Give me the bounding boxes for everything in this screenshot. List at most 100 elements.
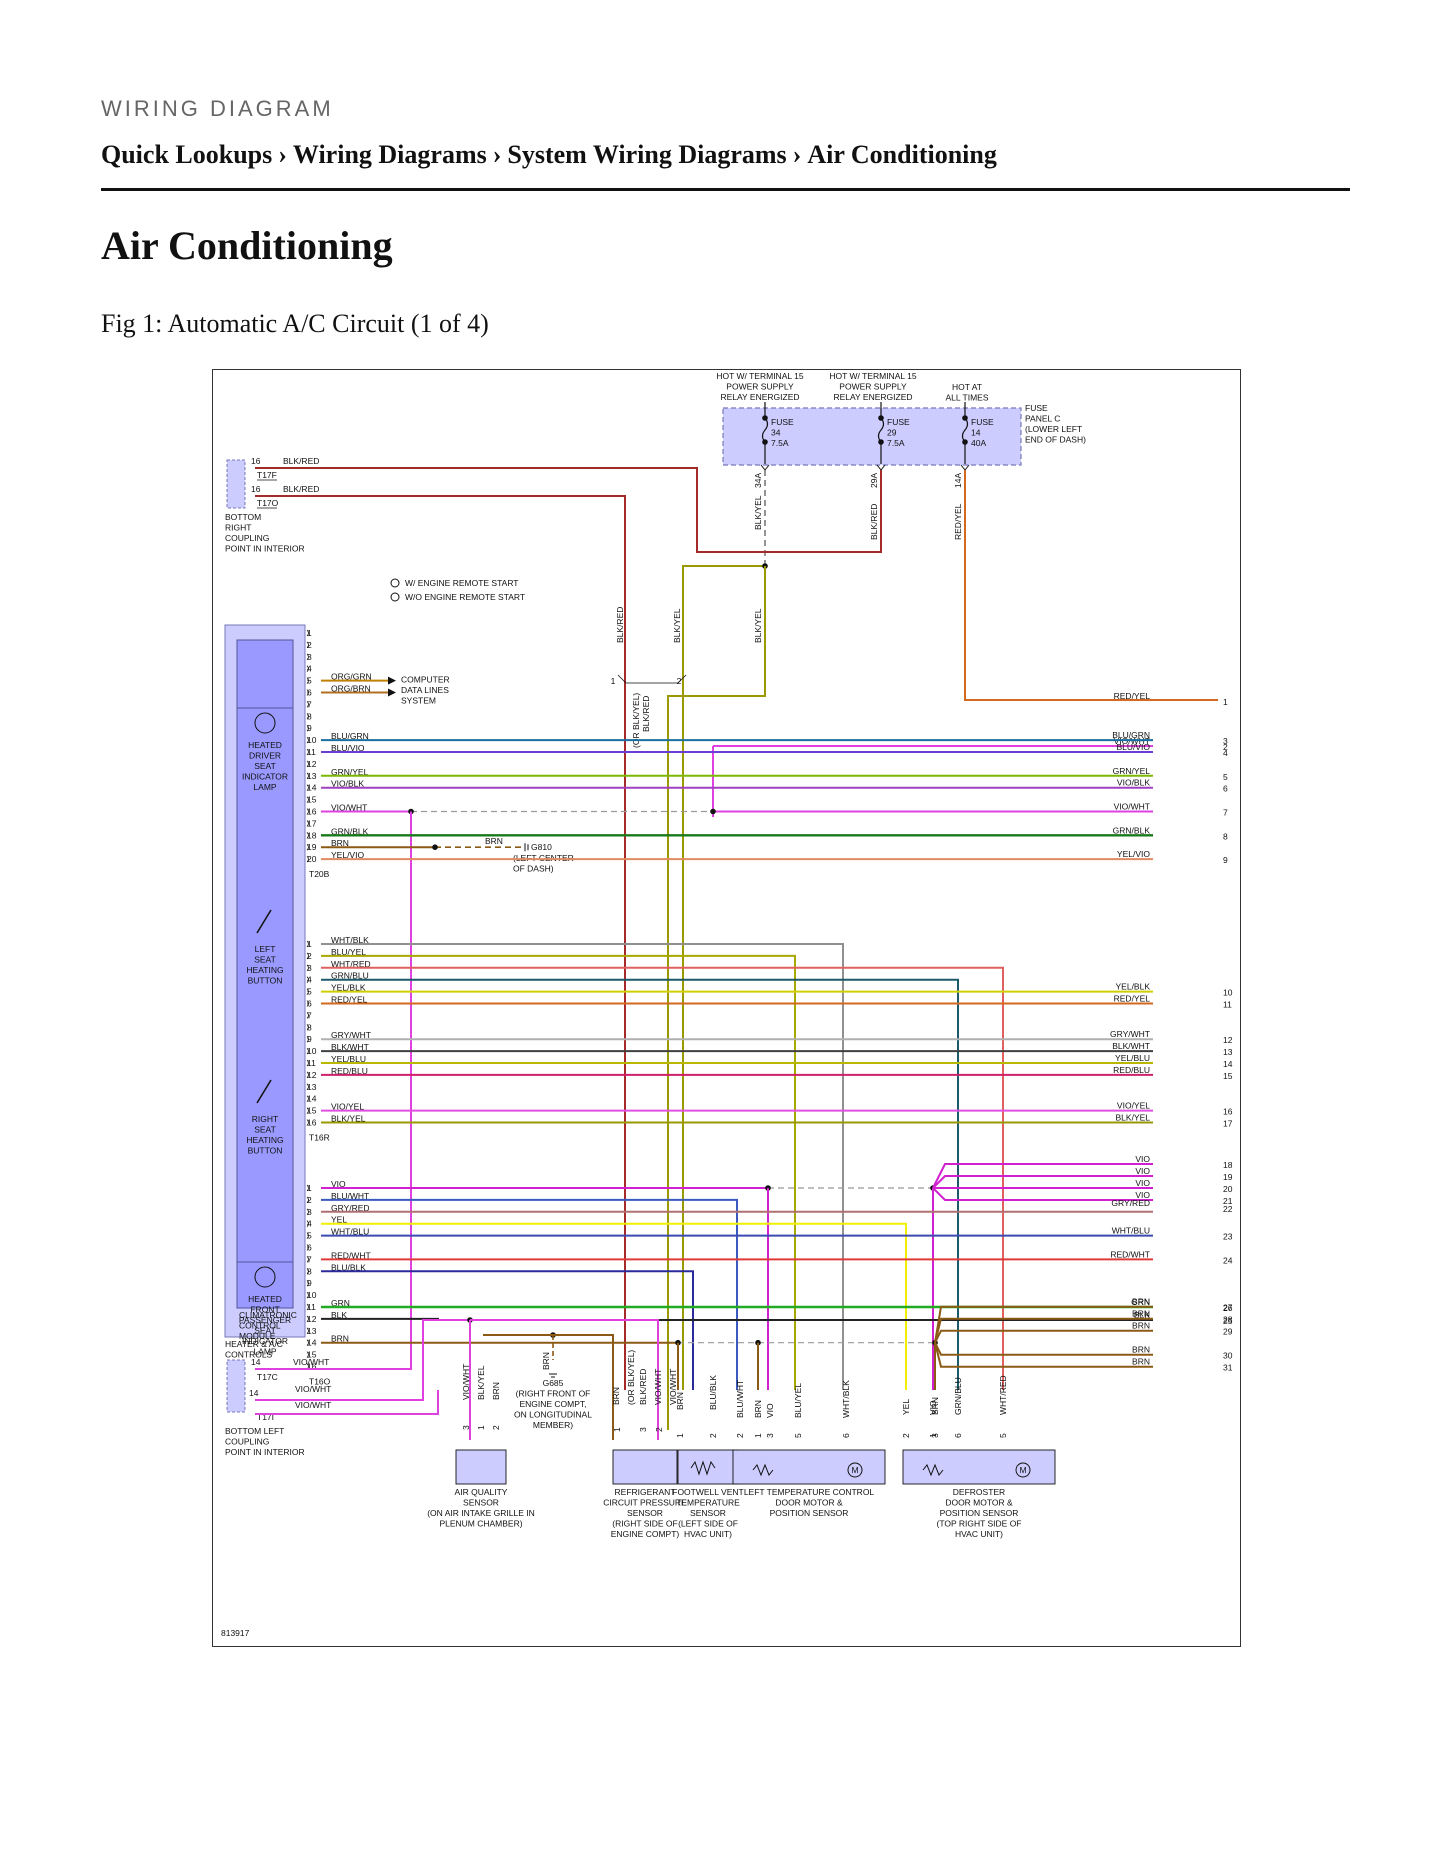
connector-chevron [306,641,309,649]
wire-color-label: BLK [331,1310,347,1320]
connector-chevron [306,736,309,744]
module-pin-number: 5 [307,676,312,686]
module-pin-number: 2 [307,640,312,650]
breadcrumb-air-conditioning[interactable]: Air Conditioning [807,140,997,169]
right-connector-number: 4 [1223,748,1228,758]
module-pin-number: 14 [307,783,317,793]
right-connector-number: 16 [1223,1107,1233,1117]
fuse-panel-label: PANEL C [1025,414,1060,424]
right-wire-label: BRN [1132,1309,1150,1319]
connector-chevron [306,1339,309,1346]
lamp-label: LAMP [253,782,276,792]
module-pin-number: 5 [307,1231,312,1241]
wire-color-label: (OR BLK/YEL) [626,1350,636,1405]
right-connector-number: 22 [1223,1204,1233,1214]
right-connector-number: 25 [1223,1316,1233,1326]
connector-chevron [306,772,309,780]
wire-grn-blu [321,978,959,1390]
wire-color-label: WHT/BLU [331,1227,369,1237]
wire-color-label: BLU/WHT [735,1380,745,1418]
module-pin-number: 1 [307,1183,312,1193]
component-label: HVAC UNIT) [684,1529,732,1539]
module-pin-number: 2 [307,1195,312,1205]
module-pin-number: 10 [307,1046,317,1056]
connector-chevron [306,1196,309,1204]
wire-color-label: YEL/BLU [331,1054,366,1064]
fuse-panel-label: (LOWER LEFT [1025,424,1082,434]
component-label: LEFT TEMPERATURE CONTROL [744,1487,875,1497]
connector-chevron [876,464,886,471]
breadcrumb-quick-lookups[interactable]: Quick Lookups [101,140,273,169]
module-pin-number: 14 [307,1338,317,1348]
wire-vio-fan-1 [932,1175,1153,1189]
connector-chevron [306,1024,309,1031]
right-wire-label: VIO/WHT [1114,802,1150,812]
module-pin-number: 9 [307,1278,312,1288]
connector-chevron [306,1119,309,1126]
right-wire-label: RED/YEL [1114,691,1151,701]
wire-blu-yel [321,954,796,1390]
right-connector-number: 12 [1223,1035,1233,1045]
module-pin-number: 11 [307,747,316,757]
wire-brn-fan-1 [934,1317,1153,1343]
connector-chevron [306,1279,309,1287]
right-connector-number: 28 [1223,1315,1233,1325]
right-wire-label: VIO/BLK [1117,778,1150,788]
module-pin-number: 2 [307,951,312,961]
wire-color-label: BLU/BLK [708,1375,718,1410]
wire-vio-wht-down [255,811,412,1370]
connector-name: T16O [309,1376,331,1386]
module-pin-number: 15 [307,1350,317,1360]
lamp-label: INDICATOR [242,1336,288,1346]
wire-color-label: GRN/YEL [331,767,369,777]
coupling-point-label: COUPLING [225,1437,269,1447]
component-label: FOOTWELL VENT [672,1487,743,1497]
right-wire-label: VIO/YEL [1117,1101,1150,1111]
wire-blu-wht [321,1198,738,1390]
connector-chevron [306,665,309,672]
page-title: Air Conditioning [101,223,393,268]
wire-wht-red [321,966,1004,1390]
data-line-arrow [388,676,396,685]
module-pin-number: 18 [307,830,317,840]
module-pin-number: 16 [307,1118,317,1128]
wire-color-label: VIO [331,1179,346,1189]
power-source-label: POWER SUPPLY [839,382,907,392]
breadcrumb-wiring-diagrams[interactable]: Wiring Diagrams [292,140,487,169]
lamp-label: LAMP [253,1347,276,1357]
component-pin: 6 [953,1433,963,1438]
fuse-tap-label: 14A [953,473,963,488]
wire-color-label: RED/YEL [331,995,368,1005]
wire-color-label: VIO/WHT [293,1357,329,1367]
component-label: PLENUM CHAMBER) [439,1519,522,1529]
fuse-label: 34 [771,428,781,438]
fuse-label: FUSE [887,417,910,427]
wire-color-label: VIO [928,1400,938,1415]
controls-label: CONTROLS [225,1350,273,1360]
coupling-point-label: BOTTOM LEFT [225,1426,284,1436]
right-connector-number: 6 [1223,784,1228,794]
component-label: DEFROSTER [953,1487,1005,1497]
air-quality-sensor-box [455,1449,507,1485]
connector-chevron [306,1107,309,1114]
wire-brn-fan-2 [934,1329,1153,1344]
fuse-label: 14 [971,428,981,438]
right-connector-number: 3 [1223,736,1228,746]
module-pin-number: 7 [307,1010,312,1020]
wire-blk-12 [321,1317,439,1320]
wire-color-label: WHT/BLK [841,1380,851,1418]
wire-color-label: BLU/YEL [331,947,366,957]
fuse-label: FUSE [771,417,794,427]
connector-chevron [306,855,309,863]
wire-blu-blk [321,1270,694,1390]
breadcrumb-system-wiring-diagrams[interactable]: System Wiring Diagrams [507,140,787,169]
right-wire-label: RED/WHT [1110,1249,1150,1259]
wire-color-label: BRN [930,1397,940,1415]
connector-chevron [306,677,309,684]
wire-color-label: BLK/WHT [331,1042,369,1052]
wire-color-label: WHT/BLK [331,935,369,945]
right-connector-number: 8 [1223,831,1228,841]
connector-chevron [960,464,970,471]
ground-symbol [549,1373,557,1378]
component-pin: 1 [753,1433,763,1438]
